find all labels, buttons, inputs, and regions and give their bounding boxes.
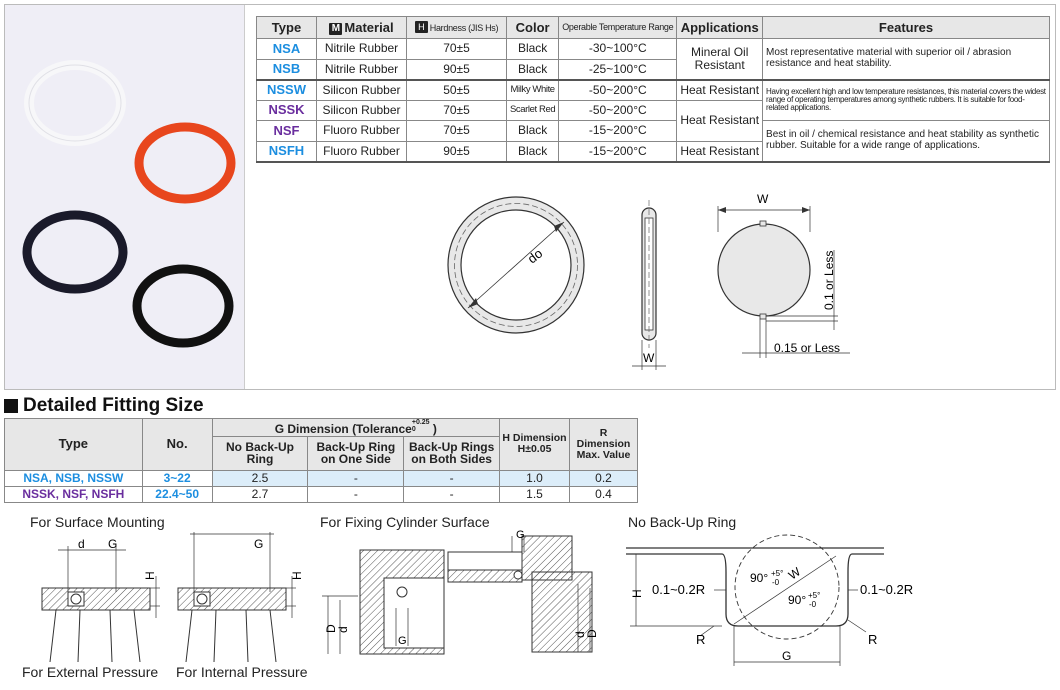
tol-horizontal-label: 0.15 or Less	[774, 341, 840, 355]
angle-label-2: 90°	[788, 593, 806, 607]
w-top-label: W	[757, 192, 769, 206]
section-title: Detailed Fitting Size	[4, 395, 204, 417]
g-label: G	[108, 537, 117, 551]
col-applications: Applications	[676, 16, 764, 39]
table-row: NSB Nitrile Rubber 90±5 Black -25~100°C	[256, 58, 1050, 80]
col-no-backup: No Back-Up Ring	[211, 435, 309, 471]
feature-cell: Most representative material with superi…	[762, 38, 1050, 80]
r-right-label: R	[868, 632, 877, 647]
svg-text:+5°: +5°	[808, 591, 820, 600]
col-type: Type	[256, 16, 317, 39]
d-cyl-label: D	[324, 624, 338, 633]
o-ring-photo-image	[22, 60, 236, 348]
svg-text:-0: -0	[772, 578, 780, 587]
h-groove-label: H	[630, 589, 644, 598]
internal-pressure-caption: For Internal Pressure	[176, 664, 308, 680]
d-label: D	[226, 532, 235, 533]
application-cell: Heat Resistant	[676, 99, 764, 142]
type-cell: NSF	[256, 120, 317, 142]
g-cyl-label: G	[398, 635, 407, 647]
svg-text:+5°: +5°	[771, 569, 783, 578]
tol-vertical-label: 0.1 or Less	[822, 251, 836, 310]
col-both-sides: Back-Up Rings on Both Sides	[403, 435, 501, 471]
product-photo	[5, 5, 245, 389]
table-row: NSA, NSB, NSSW 3~22 2.5 - - 1.0 0.2	[4, 469, 638, 487]
table-row: NSFH Fluoro Rubber 90±5 Black -15~200°C …	[256, 140, 1050, 162]
col-one-side: Back-Up Ring on One Side	[307, 435, 405, 471]
section-square-icon	[4, 399, 18, 413]
type-cell: NSFH	[256, 140, 317, 162]
o-ring-dimension-drawing: do W W 0.1 or Less 0.15 or Less	[447, 192, 850, 370]
table-row: NSA Nitrile Rubber 70±5 Black -30~100°C …	[256, 38, 1050, 80]
type-cell: NSSK	[256, 99, 317, 121]
hardness-badge: H	[414, 21, 428, 34]
svg-text:-0: -0	[809, 600, 817, 609]
g-groove-label: G	[782, 649, 791, 663]
d-cyl-label-2: D	[585, 629, 598, 638]
type-cell: NSSW	[256, 79, 317, 101]
col-temp: Operable Temperature Range	[558, 16, 678, 39]
col-fit-type: Type	[4, 418, 143, 471]
r-left-label: R	[696, 632, 705, 647]
type-cell: NSB	[256, 58, 317, 80]
range-right-label: 0.1~0.2R	[860, 582, 913, 597]
application-cell: Heat Resistant	[676, 140, 764, 162]
h-label: H	[143, 571, 157, 580]
h-label-2: H	[290, 571, 304, 580]
fit-type-cell: NSSK, NSF, NSFH	[4, 485, 143, 503]
table-row: NSSK, NSF, NSFH 22.4~50 2.7 - - 1.5 0.4	[4, 485, 638, 503]
w-side-label: W	[643, 351, 655, 365]
range-left-label: 0.1~0.2R	[652, 582, 705, 597]
type-cell: NSA	[256, 38, 317, 60]
feature-cell: Having excellent high and low temperatur…	[762, 79, 1050, 121]
cylinder-surface-drawing: D d G G d D	[322, 529, 598, 655]
external-pressure-caption: For External Pressure	[22, 664, 159, 680]
surface-mounting-caption: For Surface Mounting	[30, 514, 165, 530]
d-small-cyl-label: d	[336, 626, 350, 633]
feature-cell: Best in oil / chemical resistance and he…	[762, 120, 1050, 162]
col-r-dimension: R Dimension Max. Value	[569, 418, 638, 471]
fit-type-cell: NSA, NSB, NSSW	[4, 469, 143, 487]
application-cell: Heat Resistant	[676, 79, 764, 101]
table-row: NSF Fluoro Rubber 70±5 Black -15~200°C B…	[256, 120, 1050, 162]
d-small-label: d	[78, 537, 85, 551]
col-h-dimension: H Dimension H±0.05	[499, 418, 570, 471]
surface-mounting-drawing: d G H D G H	[41, 532, 304, 662]
application-cell: Mineral Oil Resistant	[676, 38, 764, 80]
angle-label-1: 90°	[750, 571, 768, 585]
groove-drawing: H 0.1~0.2R 0.1~0.2R 90° +5° -0 90° +5° -…	[626, 534, 913, 666]
col-color: Color	[505, 16, 560, 39]
col-features: Features	[762, 16, 1050, 39]
g-label-2: G	[254, 537, 263, 551]
cylinder-surface-caption: For Fixing Cylinder Surface	[320, 514, 490, 530]
no-backup-caption: No Back-Up Ring	[628, 514, 737, 530]
g-cyl-label-2: G	[516, 529, 525, 541]
material-badge: M	[329, 22, 343, 35]
table-row: NSSW Silicon Rubber 50±5 Milky White -50…	[256, 79, 1050, 121]
d-small-cyl-label-2: d	[573, 631, 587, 638]
col-fit-no: No.	[141, 418, 213, 471]
